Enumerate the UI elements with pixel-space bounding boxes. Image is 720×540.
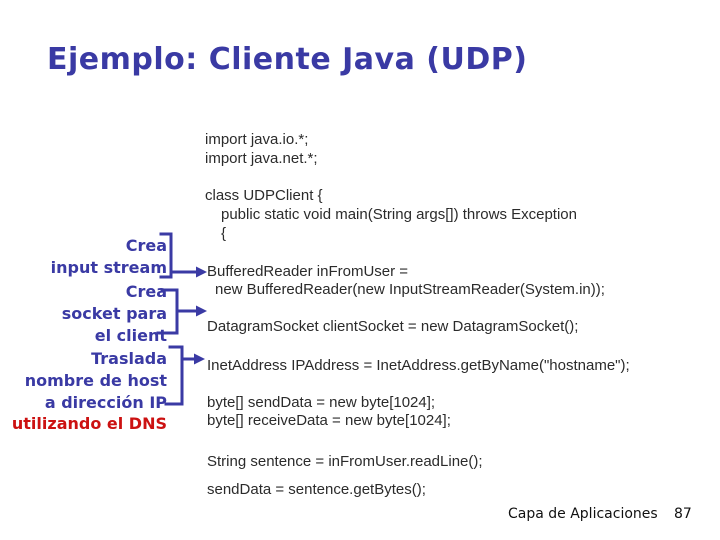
footer-label: Capa de Aplicaciones: [508, 506, 658, 522]
bracket-icon: [164, 345, 184, 406]
annotation-line: Crea: [125, 282, 167, 301]
code-line: class UDPClient {: [205, 187, 323, 204]
arrowhead-icon: [196, 266, 207, 278]
annotation-line: Traslada: [91, 349, 167, 368]
code-line: byte[] receiveData = new byte[1024];: [207, 412, 451, 429]
code-line: DatagramSocket clientSocket = new Datagr…: [207, 318, 579, 335]
code-line: sendData = sentence.getBytes();: [207, 481, 426, 498]
code-line: InetAddress IPAddress = InetAddress.getB…: [207, 357, 630, 374]
code-line: new BufferedReader(new InputStreamReader…: [215, 281, 605, 298]
annotation-line: Crea: [125, 236, 167, 255]
arrowhead-icon: [196, 305, 207, 317]
code-line: byte[] sendData = new byte[1024];: [207, 394, 436, 411]
annotation-line: socket para: [61, 304, 167, 323]
page-title: Ejemplo: Cliente Java (UDP): [47, 42, 528, 77]
annotation-line: nombre de host: [24, 371, 167, 390]
code-line: import java.io.*;: [205, 131, 309, 148]
annotation-line: input stream: [50, 258, 167, 277]
annotation-line: utilizando el DNS: [11, 414, 167, 433]
code-line: String sentence = inFromUser.readLine();: [207, 453, 483, 470]
annotation-line: a dirección IP: [44, 393, 167, 412]
page-number: 87: [674, 506, 692, 522]
arrowhead-icon: [194, 353, 205, 365]
annotation-line: el client: [94, 326, 167, 345]
code-line: public static void main(String args[]) t…: [221, 206, 577, 223]
code-line: {: [221, 225, 227, 242]
code-line: BufferedReader inFromUser =: [207, 263, 409, 280]
code-line: import java.net.*;: [205, 150, 318, 167]
